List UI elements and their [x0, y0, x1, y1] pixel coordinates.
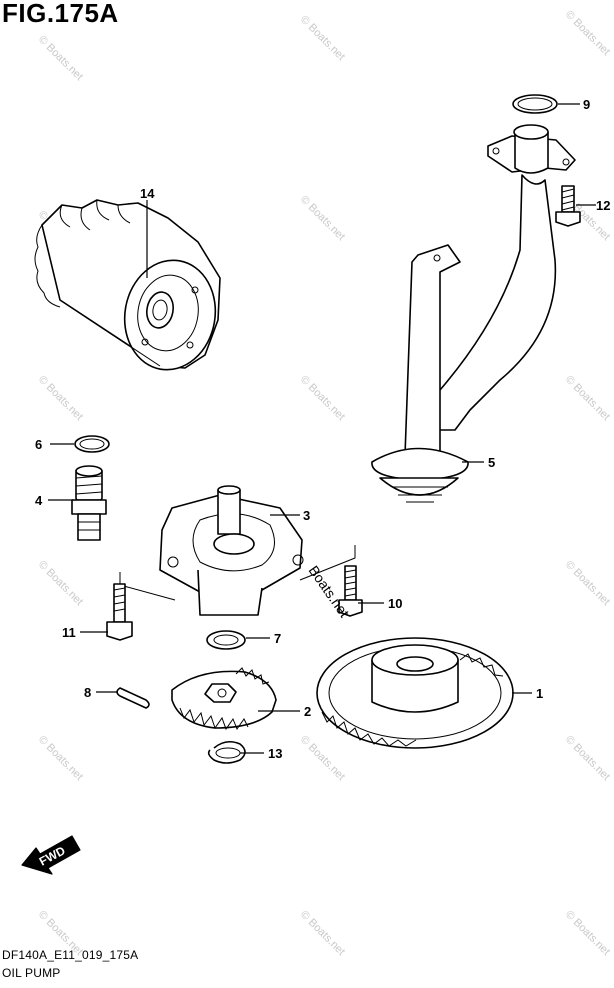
- callout-2[interactable]: 2: [304, 704, 311, 719]
- watermark: © Boats.net: [36, 734, 85, 783]
- part-2-drive-gear[interactable]: [171, 667, 277, 731]
- watermark: © Boats.net: [298, 374, 347, 423]
- callouts: 14 9 12 5 6 4 3 10 11 7 8 2 1 13: [35, 97, 610, 761]
- callout-1[interactable]: 1: [536, 686, 543, 701]
- callout-8[interactable]: 8: [84, 685, 91, 700]
- callout-5[interactable]: 5: [488, 455, 495, 470]
- callout-3[interactable]: 3: [303, 508, 310, 523]
- watermark: © Boats.net: [563, 9, 612, 58]
- watermark: © Boats.net: [36, 559, 85, 608]
- watermark: © Boats.net: [36, 34, 85, 83]
- part-13-circlip[interactable]: [207, 740, 246, 764]
- watermark: © Boats.net: [563, 909, 612, 958]
- watermark: © Boats.net: [563, 559, 612, 608]
- callout-7[interactable]: 7: [274, 631, 281, 646]
- callout-10[interactable]: 10: [388, 596, 402, 611]
- part-11-bolt[interactable]: [106, 583, 133, 641]
- part-3-oil-pump-body[interactable]: [119, 485, 356, 616]
- fwd-arrow-icon: FWD: [21, 835, 81, 875]
- part-5-oil-strainer[interactable]: [371, 124, 576, 503]
- callout-12[interactable]: 12: [596, 198, 610, 213]
- part-10-bolt[interactable]: [338, 565, 363, 617]
- callout-11[interactable]: 11: [62, 625, 76, 640]
- part-6-gasket[interactable]: [74, 435, 110, 453]
- watermark: © Boats.net: [298, 734, 347, 783]
- watermark: © Boats.net: [298, 909, 347, 958]
- callout-6[interactable]: 6: [35, 437, 42, 452]
- watermark: © Boats.net: [36, 374, 85, 423]
- part-14-oil-filter[interactable]: [34, 199, 224, 377]
- callout-13[interactable]: 13: [268, 746, 282, 761]
- figure-name: OIL PUMP: [2, 966, 61, 980]
- watermark: © Boats.net: [298, 14, 347, 63]
- part-8-pin[interactable]: [116, 687, 150, 709]
- callout-9[interactable]: 9: [583, 97, 590, 112]
- figure-title: FIG.175A: [2, 0, 119, 28]
- part-12-bolt[interactable]: [555, 185, 581, 227]
- callout-14[interactable]: 14: [140, 186, 155, 201]
- figure-code: DF140A_E11_019_175A: [2, 948, 139, 962]
- part-9-o-ring[interactable]: [512, 94, 558, 114]
- leader-lines: [48, 103, 596, 754]
- watermark: © Boats.net: [563, 734, 612, 783]
- part-7-washer[interactable]: [206, 630, 246, 650]
- watermark: © Boats.net: [298, 194, 347, 243]
- watermark: © Boats.net: [563, 374, 612, 423]
- callout-4[interactable]: 4: [35, 493, 43, 508]
- part-4-fitting[interactable]: [71, 465, 107, 541]
- part-1-driven-gear[interactable]: [316, 637, 514, 749]
